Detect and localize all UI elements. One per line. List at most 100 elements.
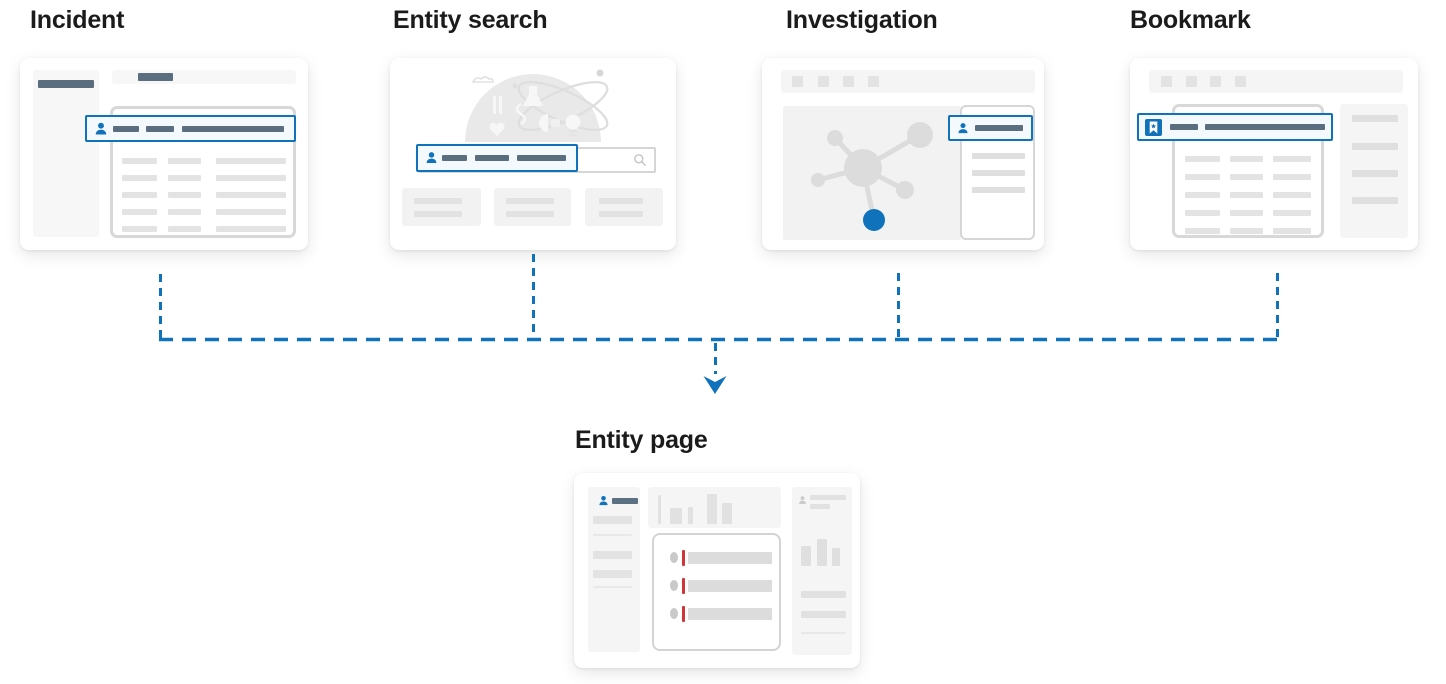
placeholder-bar	[1205, 124, 1325, 130]
investigation-card	[762, 58, 1044, 250]
toolbar-square	[868, 76, 879, 87]
placeholder-bar	[506, 211, 554, 217]
toolbar-square	[843, 76, 854, 87]
placeholder-bar	[216, 209, 286, 215]
chart-bar	[688, 507, 693, 524]
entity-page-title: Entity page	[575, 426, 708, 454]
incident-header-strip	[112, 70, 296, 84]
placeholder-bar	[599, 198, 643, 204]
placeholder-bar	[972, 170, 1025, 176]
toolbar-square	[1161, 76, 1172, 87]
bookmark-icon	[1145, 119, 1162, 136]
toolbar-square	[1186, 76, 1197, 87]
list-dot	[670, 608, 678, 619]
placeholder-bar	[1230, 228, 1263, 234]
placeholder-bar	[122, 209, 157, 215]
incident-card	[20, 58, 308, 250]
placeholder-bar	[414, 211, 462, 217]
chart-bar	[658, 495, 661, 524]
insights-panel	[792, 487, 852, 655]
entity-search-title: Entity search	[393, 6, 548, 34]
placeholder-bar	[801, 632, 846, 634]
placeholder-bar	[1230, 156, 1263, 162]
placeholder-bar	[1352, 143, 1398, 150]
incident-selected-entity-row	[85, 115, 296, 142]
placeholder-bar	[216, 226, 286, 232]
bookmark-card	[1130, 58, 1418, 250]
bookmark-toolbar	[1149, 70, 1403, 93]
placeholder-bar	[810, 504, 830, 509]
placeholder-bar	[810, 495, 846, 500]
toolbar-square	[818, 76, 829, 87]
placeholder-bar	[168, 175, 201, 181]
placeholder-bar	[1185, 174, 1220, 180]
placeholder-bar	[593, 570, 632, 578]
placeholder-bar	[1185, 228, 1220, 234]
placeholder-bar	[138, 73, 173, 81]
placeholder-bar	[146, 126, 174, 132]
chart-bar	[832, 548, 840, 566]
placeholder-bar	[593, 516, 632, 524]
placeholder-bar	[1273, 210, 1311, 216]
selected-entity-node	[863, 209, 885, 231]
entity-search-card	[390, 58, 676, 250]
placeholder-bar	[475, 155, 509, 161]
list-dot	[670, 552, 678, 563]
placeholder-bar	[972, 153, 1025, 159]
placeholder-bar	[506, 198, 554, 204]
placeholder-bar	[688, 552, 772, 564]
placeholder-bar	[599, 211, 643, 217]
placeholder-bar	[1273, 228, 1311, 234]
placeholder-bar	[688, 608, 772, 620]
placeholder-bar	[1273, 174, 1311, 180]
timeline-chart-strip	[648, 487, 781, 528]
placeholder-bar	[216, 192, 286, 198]
placeholder-bar	[1230, 174, 1263, 180]
person-icon	[425, 150, 438, 165]
placeholder-bar	[182, 126, 284, 132]
placeholder-bar	[442, 155, 467, 161]
placeholder-bar	[1230, 210, 1263, 216]
incident-title: Incident	[30, 6, 125, 34]
chart-bar	[722, 503, 732, 524]
placeholder-bar	[168, 158, 201, 164]
bookmark-side-panel	[1340, 104, 1408, 238]
person-icon	[957, 121, 969, 135]
placeholder-bar	[801, 591, 846, 598]
placeholder-bar	[801, 611, 846, 618]
person-icon	[94, 121, 108, 136]
person-icon	[798, 495, 807, 505]
chart-bar	[817, 539, 827, 566]
placeholder-bar	[38, 80, 94, 88]
placeholder-bar	[593, 551, 632, 559]
placeholder-bar	[688, 580, 772, 592]
placeholder-bar	[216, 158, 286, 164]
person-icon	[598, 494, 609, 507]
placeholder-bar	[113, 126, 139, 132]
placeholder-bar	[517, 155, 566, 161]
placeholder-bar	[975, 125, 1023, 131]
placeholder-bar	[1352, 197, 1398, 204]
severity-tick	[682, 606, 685, 622]
placeholder-bar	[1230, 192, 1263, 198]
investigation-selected-entity	[948, 115, 1033, 141]
chart-bar	[707, 494, 717, 524]
placeholder-bar	[168, 209, 201, 215]
placeholder-bar	[1185, 192, 1220, 198]
investigation-graph	[783, 106, 961, 240]
arrow-down-icon	[703, 376, 727, 394]
severity-tick	[682, 550, 685, 566]
placeholder-bar	[1185, 210, 1220, 216]
placeholder-bar	[216, 175, 286, 181]
severity-tick	[682, 578, 685, 594]
search-selected-entity	[416, 144, 578, 172]
placeholder-bar	[593, 534, 632, 536]
placeholder-bar	[972, 187, 1025, 193]
toolbar-square	[1210, 76, 1221, 87]
placeholder-bar	[122, 158, 157, 164]
placeholder-bar	[1170, 124, 1198, 130]
chart-bar	[801, 546, 811, 566]
placeholder-bar	[122, 175, 157, 181]
entity-page-card	[574, 473, 860, 668]
